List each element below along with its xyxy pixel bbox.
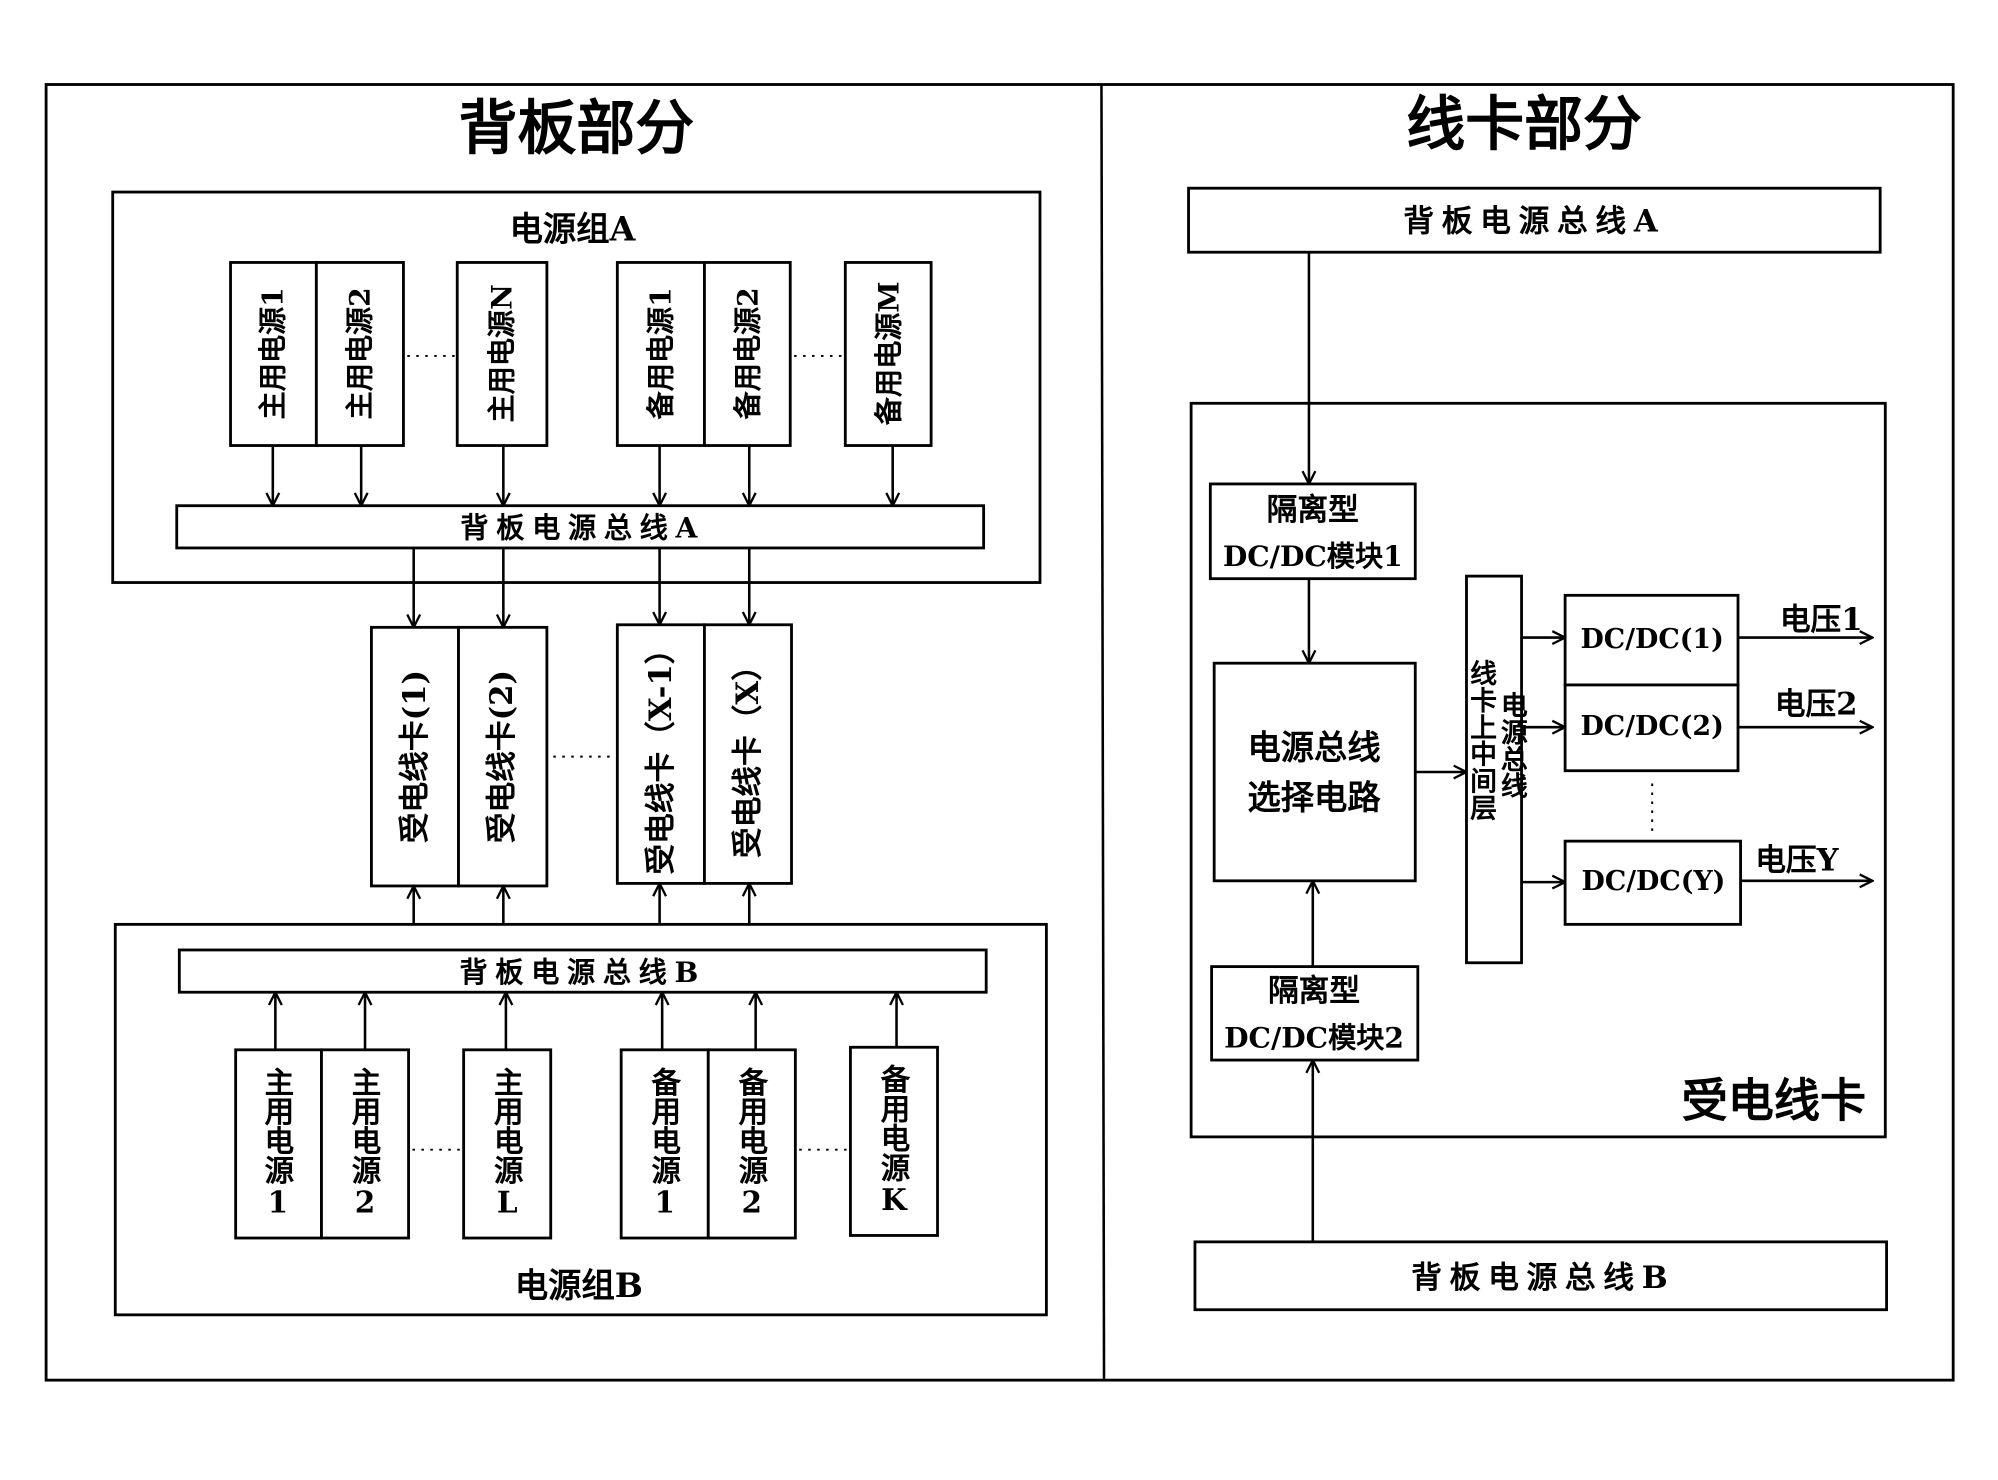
backplane-bus-b-label: 背板电源总线B (459, 956, 706, 989)
dcdc-label: DC/DC(2) (1581, 711, 1724, 742)
backplane-bus-a-label: 背板电源总线A (460, 512, 705, 545)
supply-b-l: 主用电源L (464, 1050, 551, 1238)
power-group-b: 背板电源总线B 主用电源1 主用电源2 主用电源L 备用电源1 备用电源2 备用… (115, 924, 1046, 1314)
mid-layer-label: 线卡上中间层 (1465, 659, 1496, 821)
supply-b-backup-k: 备用电源K (850, 1047, 937, 1235)
voltage-1-label: 电压1 (1780, 602, 1863, 638)
supply-label: 主用电源2 (343, 287, 376, 419)
isolated-dcdc-module-2: 隔离型 DC/DC模块2 (1212, 967, 1418, 1060)
linecard-bus-a-label: 背板电源总线A (1403, 204, 1665, 240)
line-card-x-1: 受电线卡（X-1） (617, 625, 704, 884)
supply-label: 备用电源K (876, 1063, 911, 1217)
dcdc-label: DC/DC(Y) (1582, 866, 1726, 897)
supply-label: 备用电源1 (647, 1066, 682, 1220)
supply-a-backup-1: 备用电源1 (617, 262, 704, 445)
supply-a-backup-m: 备用电源M (845, 262, 931, 445)
supply-label: 主用电源1 (256, 287, 289, 419)
supply-label: 主用电源L (490, 1067, 525, 1220)
dcdc-label: DC/DC(1) (1581, 624, 1724, 655)
power-group-a-label: 电源组A (510, 210, 637, 249)
voltage-2-label: 电压2 (1775, 686, 1858, 722)
supply-a-2: 主用电源2 (316, 262, 403, 445)
supply-label: 主用电源1 (260, 1067, 295, 1220)
supply-label: 主用电源2 (348, 1067, 383, 1220)
backplane-title: 背板部分 (459, 94, 695, 163)
supply-a-1: 主用电源1 (231, 262, 317, 445)
line-card-label: 受电线卡(2) (484, 670, 520, 843)
power-bus-selector-circuit: 电源总线 选择电路 (1214, 663, 1415, 881)
isolated-dcdc-module-1: 隔离型 DC/DC模块1 (1210, 484, 1415, 579)
supply-a-backup-2: 备用电源2 (704, 262, 790, 445)
mid-layer-power-bus: 线卡上中间层 电源总线 (1465, 576, 1527, 963)
dcdc-2: DC/DC(2) (1565, 685, 1738, 771)
linecard-title: 线卡部分 (1406, 90, 1642, 159)
supply-label: 备用电源2 (734, 1066, 769, 1220)
power-group-a: 电源组A 主用电源1 主用电源2 主用电源N 备用电源1 备用电源2 备用电源M… (113, 192, 1040, 582)
iso1-line1: 隔离型 (1267, 492, 1359, 528)
supply-label: 备用电源1 (644, 287, 677, 419)
supply-label: 备用电源M (872, 281, 905, 425)
iso2-line2: DC/DC模块2 (1224, 1021, 1404, 1054)
supply-b-2: 主用电源2 (321, 1050, 408, 1238)
line-card-1: 受电线卡(1) (371, 627, 458, 886)
line-card-x: 受电线卡（X） (704, 625, 791, 884)
supply-b-backup-1: 备用电源1 (621, 1050, 708, 1238)
power-group-b-label: 电源组B (515, 1266, 643, 1305)
supply-b-backup-2: 备用电源2 (708, 1050, 795, 1238)
dcdc-1: DC/DC(1) (1565, 595, 1738, 685)
mid-layer-bus-label: 电源总线 (1496, 691, 1527, 799)
voltage-y-label: 电压Y (1755, 843, 1839, 879)
supply-label: 主用电源N (486, 284, 519, 422)
iso2-line1: 隔离型 (1268, 973, 1360, 1009)
line-card-2: 受电线卡(2) (459, 627, 547, 886)
linecard-bus-b-label: 背板电源总线B (1411, 1260, 1675, 1296)
dcdc-y: DC/DC(Y) (1565, 841, 1740, 924)
selector-line2: 选择电路 (1247, 778, 1381, 817)
iso1-line2: DC/DC模块1 (1223, 540, 1403, 573)
line-card-label: 受电线卡（X） (730, 650, 766, 858)
supply-b-1: 主用电源1 (236, 1050, 322, 1238)
selector-line1: 电源总线 (1247, 728, 1380, 767)
powered-line-card-label: 受电线卡 (1682, 1073, 1866, 1127)
line-card-label: 受电线卡(1) (397, 670, 433, 843)
supply-label: 备用电源2 (731, 287, 764, 419)
supply-a-n: 主用电源N (457, 262, 547, 445)
line-card-label: 受电线卡（X-1） (643, 634, 679, 875)
